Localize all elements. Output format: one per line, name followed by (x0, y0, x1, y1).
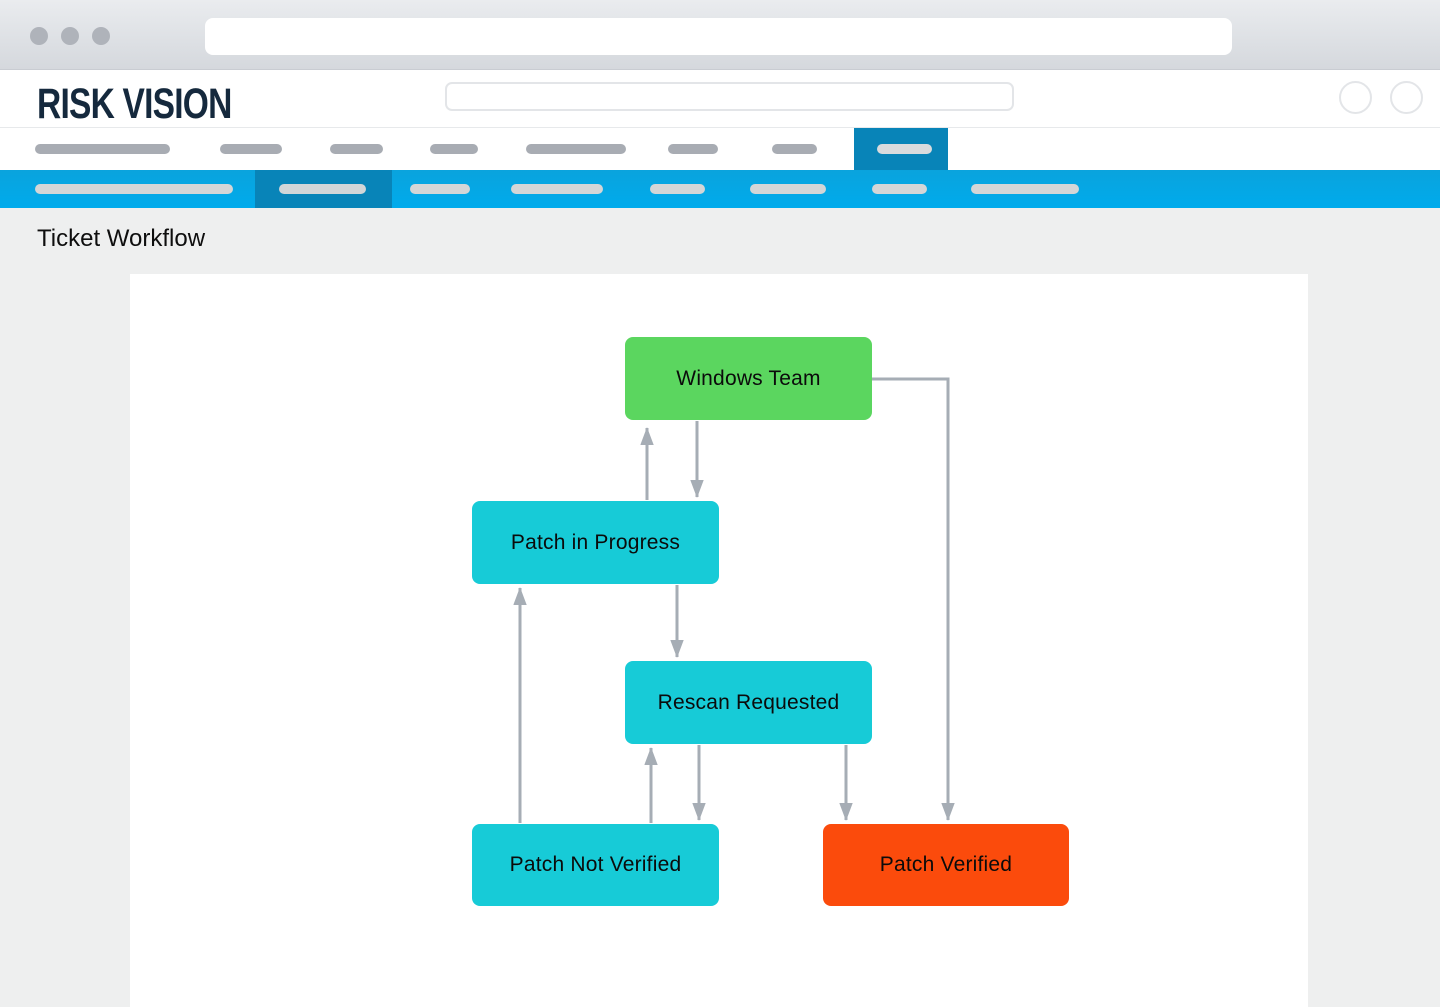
secondary-nav-item-3[interactable] (410, 184, 470, 194)
app-logo: RISK VISION (37, 80, 232, 128)
url-bar[interactable] (205, 18, 1232, 55)
secondary-nav-item-5[interactable] (650, 184, 705, 194)
search-input[interactable] (445, 82, 1014, 111)
workflow-edges (513, 377, 955, 823)
edge-windows-team-to-patch-verified (872, 377, 955, 821)
secondary-nav-item-6[interactable] (750, 184, 826, 194)
primary-nav-item-5[interactable] (526, 144, 626, 154)
primary-nav-item-2[interactable] (220, 144, 282, 154)
secondary-nav-item-8[interactable] (971, 184, 1079, 194)
page-title: Ticket Workflow (37, 225, 206, 252)
workflow-node-patch-in-progress[interactable]: Patch in Progress (472, 501, 719, 584)
secondary-nav (0, 170, 1440, 208)
primary-nav-item-4[interactable] (430, 144, 478, 154)
workflow-node-rescan-requested[interactable]: Rescan Requested (625, 661, 872, 744)
secondary-nav-item-4[interactable] (511, 184, 603, 194)
secondary-nav-item-1[interactable] (35, 184, 233, 194)
traffic-light-maximize-icon[interactable] (92, 27, 110, 45)
secondary-nav-item-7[interactable] (872, 184, 927, 194)
primary-nav-item-1[interactable] (35, 144, 170, 154)
app-header: RISK VISION (0, 70, 1440, 128)
header-circle-button-1[interactable] (1339, 81, 1372, 114)
primary-nav (0, 128, 1440, 170)
primary-nav-item-6[interactable] (668, 144, 718, 154)
secondary-nav-item-2[interactable] (279, 184, 366, 194)
browser-chrome (0, 0, 1440, 70)
workflow-node-patch-not-verified[interactable]: Patch Not Verified (472, 824, 719, 906)
workflow-node-patch-verified[interactable]: Patch Verified (823, 824, 1069, 906)
primary-nav-item-7[interactable] (772, 144, 817, 154)
traffic-light-close-icon[interactable] (30, 27, 48, 45)
primary-nav-item-3[interactable] (330, 144, 383, 154)
traffic-light-minimize-icon[interactable] (61, 27, 79, 45)
header-circle-button-2[interactable] (1390, 81, 1423, 114)
workflow-node-windows-team[interactable]: Windows Team (625, 337, 872, 420)
primary-nav-item-8[interactable] (877, 144, 932, 154)
